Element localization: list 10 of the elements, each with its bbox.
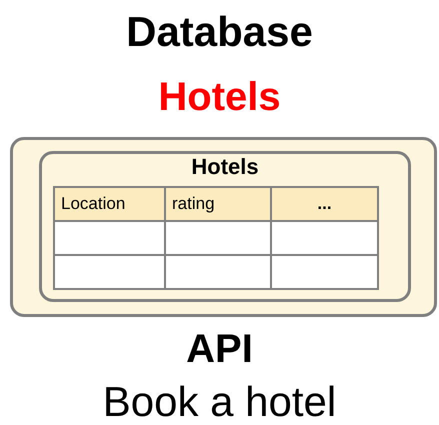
- subtitle: Hotels: [157, 75, 282, 120]
- column-header: rating: [165, 187, 271, 221]
- column-header: Location: [54, 187, 165, 221]
- caption: Book a hotel: [102, 378, 338, 425]
- column-header: ...: [271, 187, 378, 221]
- panel-heading: Hotels: [190, 154, 260, 180]
- heading: API: [185, 327, 254, 372]
- table-panel: [39, 151, 411, 302]
- container-box: [10, 137, 437, 317]
- title: Database: [125, 8, 314, 56]
